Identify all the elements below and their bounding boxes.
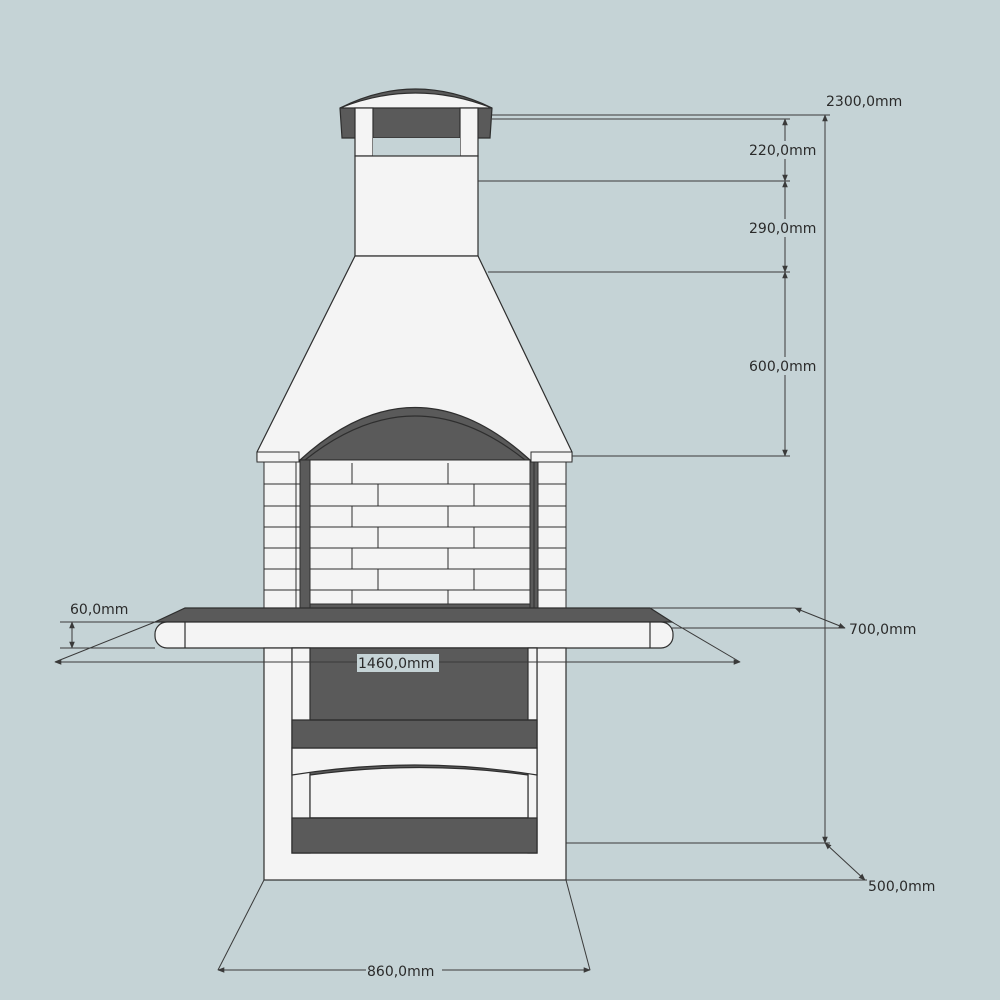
label-chimney-height: 290,0mm — [749, 221, 816, 237]
label-total-height: 2300,0mm — [826, 94, 902, 110]
dimension-lines — [54, 101, 870, 973]
label-counter-width: 1460,0mm — [358, 656, 434, 672]
counter-top — [154, 607, 675, 649]
label-counter-depth: 700,0mm — [849, 622, 916, 638]
dimension-labels: 2300,0mm 220,0mm 290,0mm 600,0mm 60,0mm … — [70, 92, 943, 980]
label-counter-thickness: 60,0mm — [70, 602, 128, 618]
label-hood-height: 600,0mm — [749, 359, 816, 375]
hood — [256, 255, 573, 461]
label-base-width: 860,0mm — [367, 964, 434, 980]
firebox-bricks — [264, 460, 566, 618]
firebox — [256, 451, 573, 619]
label-cap-height: 220,0mm — [749, 143, 816, 159]
chimney-body — [354, 155, 479, 257]
base — [263, 647, 567, 881]
chimney-cap — [339, 88, 493, 157]
label-base-depth: 500,0mm — [868, 879, 935, 895]
